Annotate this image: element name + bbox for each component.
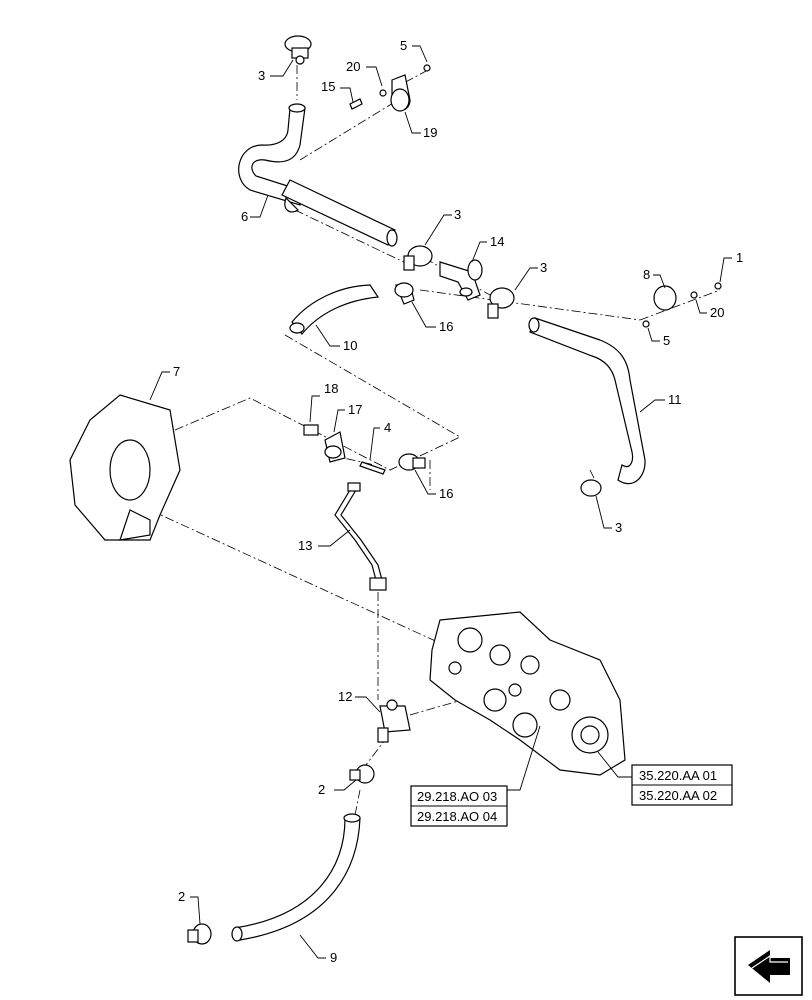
- hose-9: [187, 764, 375, 945]
- fitting-12: [377, 699, 411, 743]
- reference-box-left[interactable]: 29.218.AO 03 29.218.AO 04: [410, 785, 508, 827]
- callout-2-mid: 2: [318, 782, 325, 797]
- callout-2-low: 2: [178, 889, 185, 904]
- callout-3-mid: 3: [454, 207, 461, 222]
- callout-16-low: 16: [439, 486, 453, 501]
- small-hardware: [303, 424, 426, 475]
- tube-13: [334, 482, 387, 591]
- callout-12: 12: [338, 689, 352, 704]
- callout-16-top: 16: [439, 319, 453, 334]
- callout-10: 10: [343, 338, 357, 353]
- callout-5-top: 5: [400, 38, 407, 53]
- callout-4: 4: [384, 420, 391, 435]
- reference-box-right[interactable]: 35.220.AA 01 35.220.AA 02: [631, 764, 733, 806]
- callout-20-top: 20: [346, 59, 360, 74]
- clamp-8: [642, 282, 722, 328]
- hose-6: [238, 103, 398, 247]
- callout-8: 8: [643, 267, 650, 282]
- callout-6: 6: [241, 209, 248, 224]
- reference-link-29-218-ao-04: 29.218.AO 04: [417, 809, 497, 824]
- hose-10: [289, 282, 415, 335]
- callout-7: 7: [173, 364, 180, 379]
- callout-20-right: 20: [710, 305, 724, 320]
- callout-9: 9: [330, 950, 337, 965]
- hose-11: [528, 317, 646, 497]
- leader-lines: [149, 45, 732, 959]
- callout-3-top: 3: [258, 68, 265, 83]
- callout-19: 19: [423, 125, 437, 140]
- hose-clamp-top: [284, 35, 312, 65]
- callout-14: 14: [490, 234, 504, 249]
- callout-13: 13: [298, 538, 312, 553]
- callout-17: 17: [348, 402, 362, 417]
- bracket-19: [349, 64, 431, 112]
- callout-labels: 3 5 20 15 19 6 3 14 3 1 8 20 5 10 16 7 1…: [173, 38, 743, 965]
- callout-3-right: 3: [540, 260, 547, 275]
- reference-link-35-220-aa-01: 35.220.AA 01: [639, 768, 717, 783]
- tee-fitting-14: [403, 245, 515, 319]
- callout-1: 1: [736, 250, 743, 265]
- callout-18: 18: [324, 381, 338, 396]
- reference-link-29-218-ao-03: 29.218.AO 03: [417, 789, 497, 804]
- callout-15: 15: [321, 79, 335, 94]
- reference-link-35-220-aa-02: 35.220.AA 02: [639, 788, 717, 803]
- flywheel-housing-7: [69, 394, 181, 541]
- callout-3-low: 3: [615, 520, 622, 535]
- hydraulic-pump: [429, 611, 626, 776]
- callout-11: 11: [668, 392, 682, 407]
- callout-5-right: 5: [663, 333, 670, 348]
- arrow-icon[interactable]: [734, 936, 803, 996]
